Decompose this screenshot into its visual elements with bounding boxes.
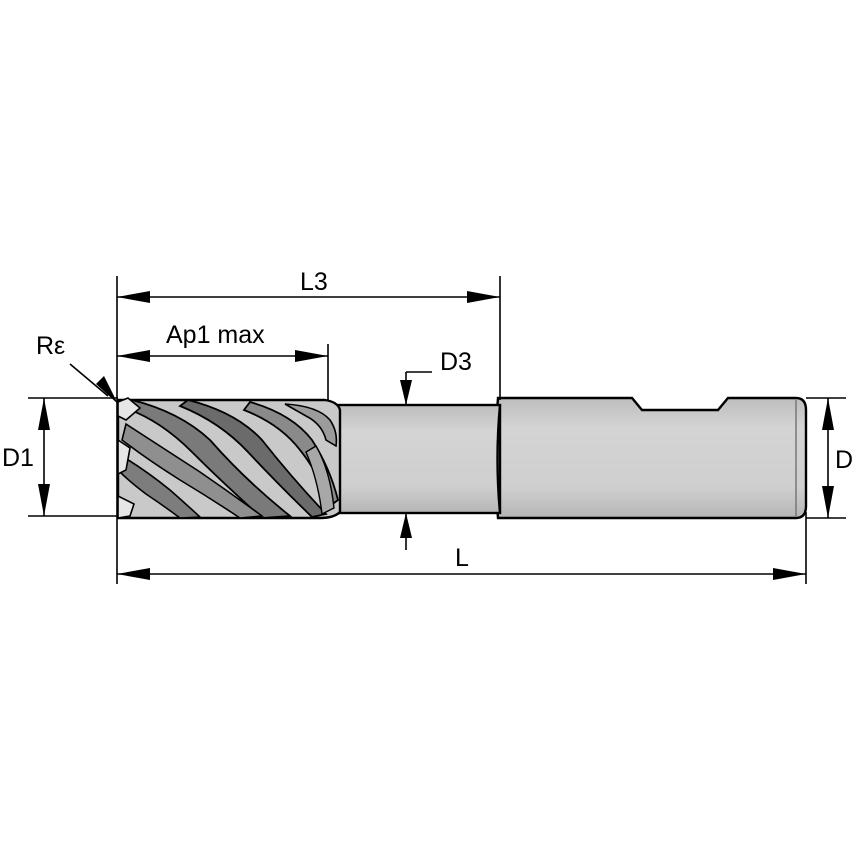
cutting-head xyxy=(116,397,342,520)
dimension-d: D xyxy=(822,398,853,518)
label-d: D xyxy=(835,446,853,474)
label-d1: D1 xyxy=(2,444,34,472)
label-ap1max: Ap1 max xyxy=(166,321,265,349)
label-re: Rε xyxy=(36,332,65,360)
shank xyxy=(494,396,808,520)
dimension-d3: D3 xyxy=(400,348,472,550)
dimension-l: L xyxy=(117,544,806,580)
dimension-re: Rε xyxy=(36,332,118,404)
neck xyxy=(334,403,502,515)
dimension-l3: L3 xyxy=(117,268,500,303)
label-d3: D3 xyxy=(440,348,472,376)
dimension-ap1max: Ap1 max xyxy=(117,321,328,362)
label-l: L xyxy=(455,544,469,572)
neck-shoulder xyxy=(496,404,502,514)
label-l3: L3 xyxy=(300,268,328,296)
dimension-d1: D1 xyxy=(2,398,50,516)
